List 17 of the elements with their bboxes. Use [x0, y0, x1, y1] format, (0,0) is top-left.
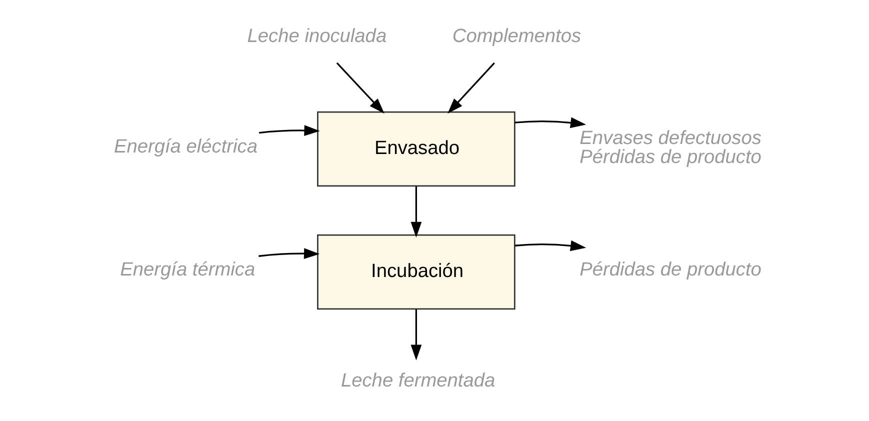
- node-text: Energía eléctrica: [113, 136, 257, 158]
- node-text: Envases defectuosos Pérdidas de producto: [579, 128, 761, 168]
- node-box: Incubación: [316, 234, 515, 310]
- node-text: Complementos: [452, 26, 581, 47]
- node-box: Envasado: [316, 111, 515, 187]
- arrow: [447, 62, 494, 114]
- arrow: [514, 117, 586, 128]
- arrow: [258, 248, 320, 260]
- node-text: Leche inoculada: [246, 26, 386, 47]
- node-text: Energía térmica: [120, 260, 255, 281]
- node-text: Pérdidas de producto: [579, 260, 761, 281]
- arrow: [410, 309, 422, 360]
- arrow: [258, 125, 320, 136]
- arrow: [410, 186, 422, 238]
- node-text: Leche fermentada: [340, 370, 495, 392]
- arrow: [514, 240, 586, 252]
- arrow: [336, 62, 384, 114]
